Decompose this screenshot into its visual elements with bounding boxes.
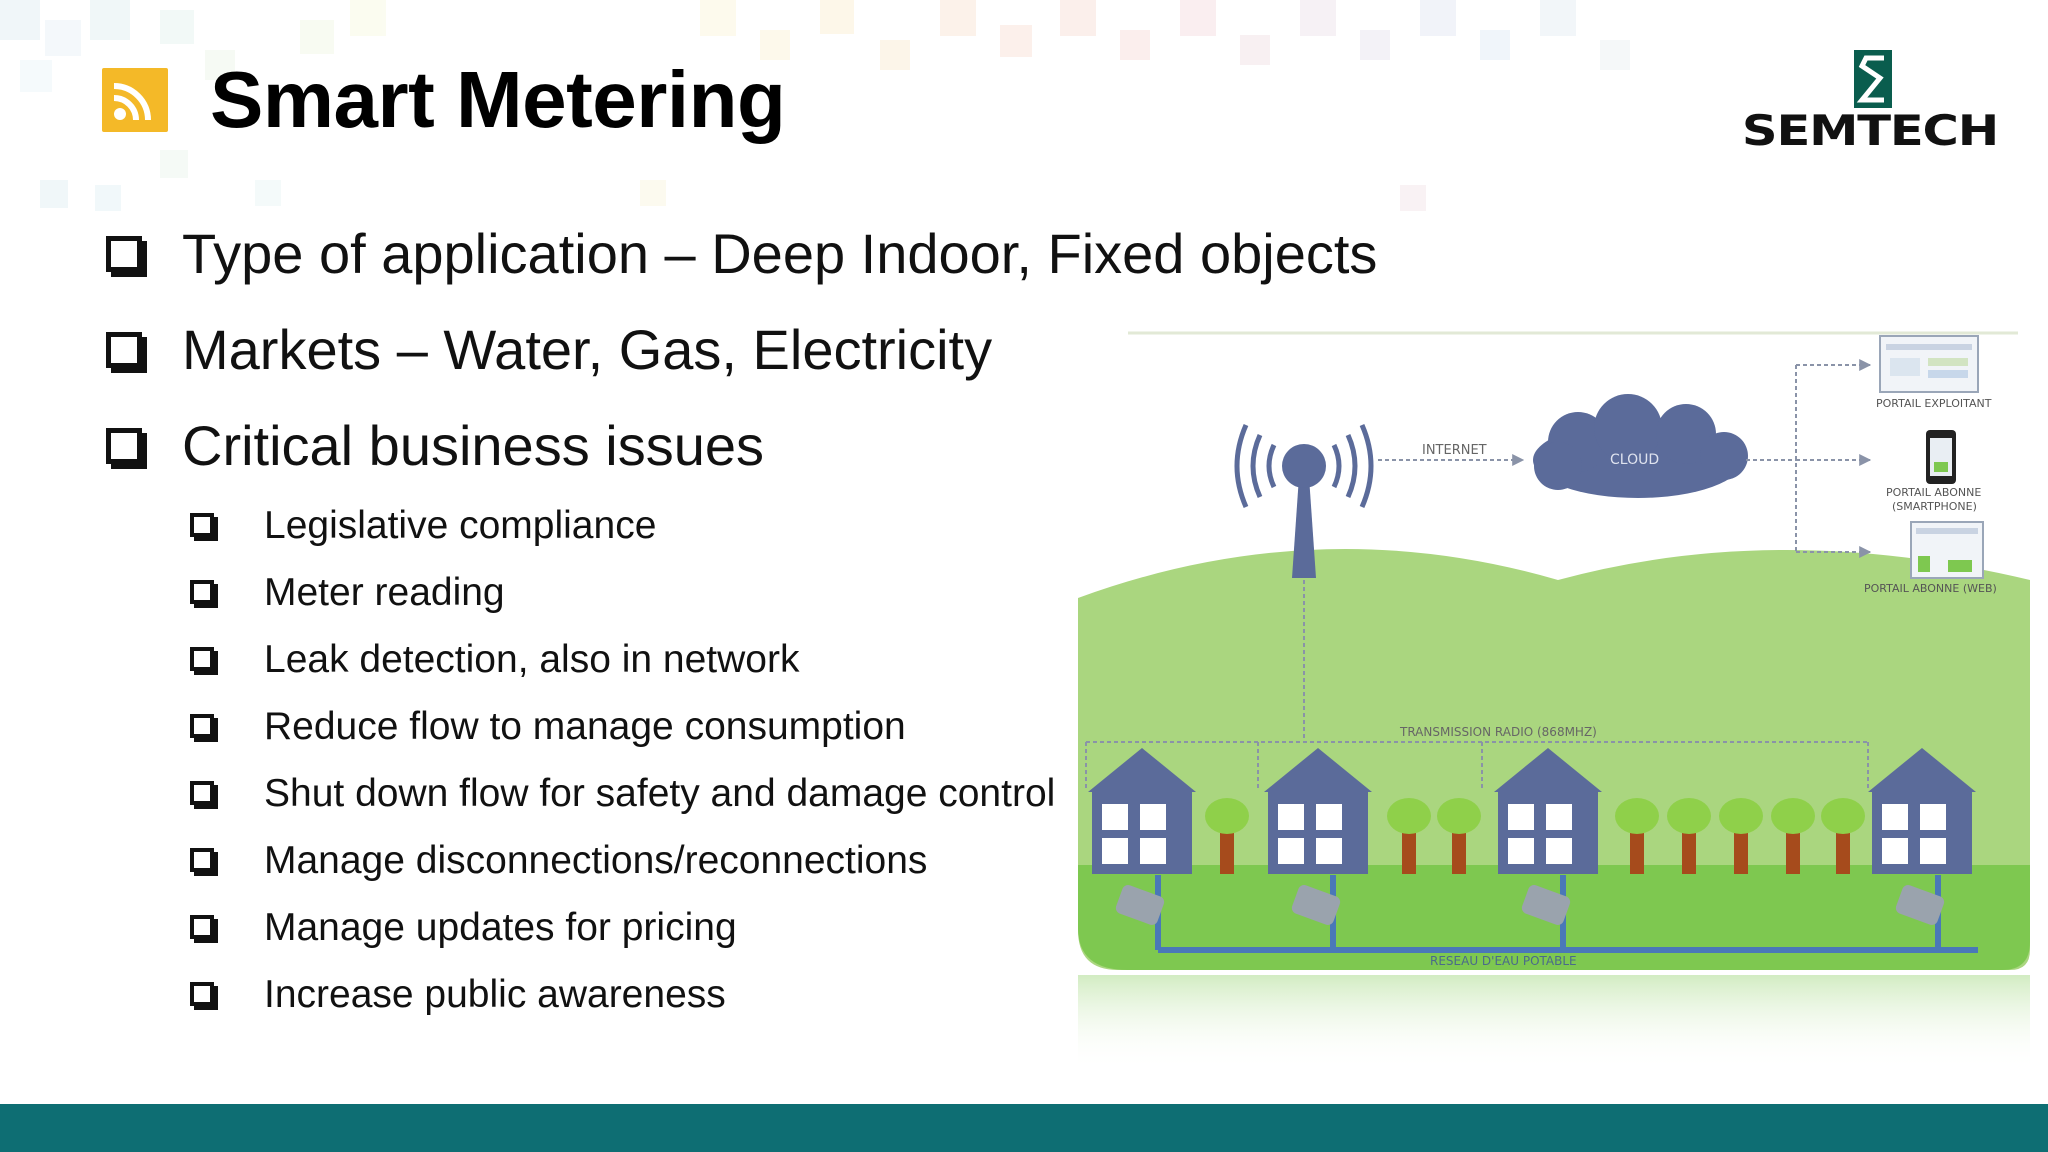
portal-smartphone-sublabel: (SMARTPHONE) bbox=[1892, 500, 1977, 513]
checkbox-bullet-icon bbox=[106, 332, 142, 369]
checkbox-bullet-icon bbox=[190, 914, 214, 939]
portal-smartphone-label: PORTAIL ABONNE bbox=[1886, 486, 1981, 499]
antenna-icon bbox=[1234, 423, 1374, 578]
checkbox-bullet-icon bbox=[190, 780, 214, 805]
semtech-logo-text: SEMTECH bbox=[1741, 106, 1999, 155]
house-icon bbox=[1494, 748, 1602, 874]
sub-bullet-item: Increase public awareness bbox=[190, 971, 726, 1019]
house-icon bbox=[1088, 748, 1196, 874]
rss-icon bbox=[102, 68, 168, 132]
sub-bullet-item: Reduce flow to manage consumption bbox=[190, 703, 906, 751]
radio-transmission-label: TRANSMISSION RADIO (868MHZ) bbox=[1399, 725, 1597, 739]
sub-bullet-item: Leak detection, also in network bbox=[190, 636, 800, 684]
sub-bullet-item: Shut down flow for safety and damage con… bbox=[190, 770, 1055, 818]
cloud-label: CLOUD bbox=[1610, 452, 1659, 468]
checkbox-bullet-icon bbox=[106, 428, 142, 465]
monitor-icon bbox=[1879, 335, 1979, 393]
bullet-markets: Markets – Water, Gas, Electricity bbox=[106, 318, 992, 382]
tree-icon bbox=[1205, 798, 1865, 874]
water-meter-icon bbox=[1115, 885, 1945, 925]
web-page-icon bbox=[1910, 521, 1984, 579]
checkbox-bullet-icon bbox=[190, 646, 214, 671]
sub-bullet-item: Manage updates for pricing bbox=[190, 904, 737, 952]
portal-web-label: PORTAIL ABONNE (WEB) bbox=[1864, 582, 1997, 595]
water-network-label: RESEAU D'EAU POTABLE bbox=[1430, 954, 1577, 968]
decorative-mosaic-background bbox=[0, 0, 1630, 211]
bullet-critical-issues: Critical business issues bbox=[106, 414, 764, 478]
checkbox-bullet-icon bbox=[190, 981, 214, 1006]
portal-exploitant-label: PORTAIL EXPLOITANT bbox=[1876, 397, 1992, 410]
house-icon bbox=[1868, 748, 1976, 874]
sub-bullet-item: Manage disconnections/reconnections bbox=[190, 837, 927, 885]
checkbox-bullet-icon bbox=[190, 512, 214, 537]
house-icon bbox=[1264, 748, 1372, 874]
sub-bullet-item: Meter reading bbox=[190, 569, 505, 617]
semtech-logo-mark bbox=[1854, 50, 1892, 108]
sub-bullet-item: Legislative compliance bbox=[190, 502, 656, 550]
checkbox-bullet-icon bbox=[106, 236, 142, 273]
checkbox-bullet-icon bbox=[190, 579, 214, 604]
smartphone-icon bbox=[1926, 430, 1956, 484]
checkbox-bullet-icon bbox=[190, 847, 214, 872]
slide-title: Smart Metering bbox=[210, 55, 786, 144]
internet-label: INTERNET bbox=[1422, 443, 1487, 458]
footer-band bbox=[0, 1104, 2048, 1152]
cloud-icon bbox=[1533, 394, 1748, 498]
checkbox-bullet-icon bbox=[190, 713, 214, 738]
smart-metering-network-diagram: INTERNET CLOUD PORTAIL EXPLOITANT PORTAI… bbox=[1078, 331, 2030, 1070]
bullet-application-type: Type of application – Deep Indoor, Fixed… bbox=[106, 222, 1377, 286]
semtech-logo: SEMTECH bbox=[1720, 50, 2020, 155]
